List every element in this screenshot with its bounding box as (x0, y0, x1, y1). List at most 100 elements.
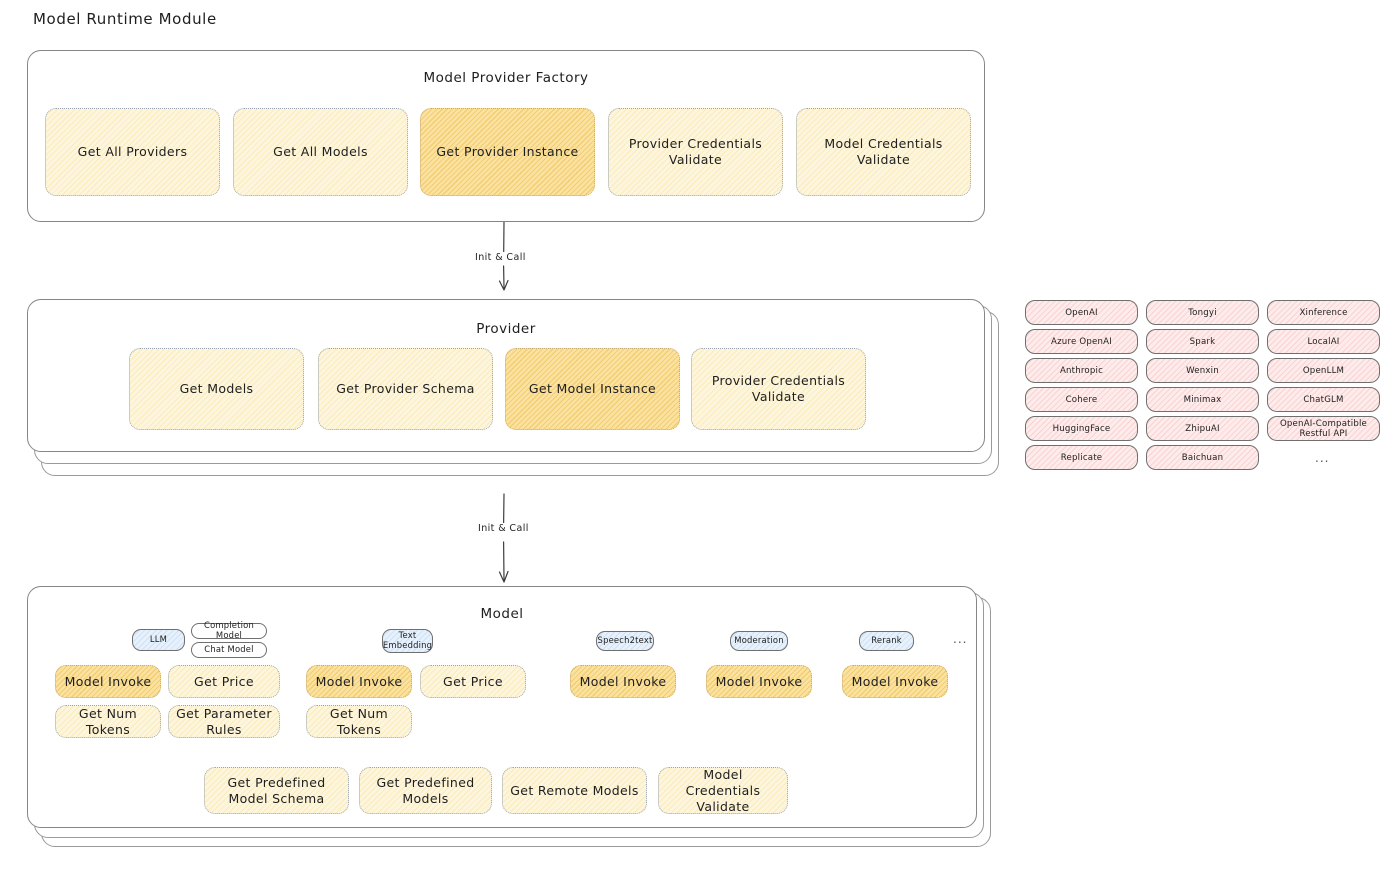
provider-chip-label: OpenAI (1065, 307, 1098, 318)
factory-item-label: Get All Providers (77, 144, 188, 159)
page-title: Model Runtime Module (33, 10, 217, 28)
model-common-item-label: Get Predefined Model Schema (227, 774, 326, 806)
model-common-item-label: Get Remote Models (510, 782, 639, 798)
model-subtype-completion-model[interactable]: Completion Model (191, 620, 267, 640)
provider-chip-huggingface[interactable]: HuggingFace (1025, 416, 1138, 441)
provider-chip-label: ZhipuAI (1185, 423, 1220, 434)
provider-item-label: Get Provider Schema (336, 381, 475, 396)
provider-chip-spark[interactable]: Spark (1146, 329, 1259, 354)
model-badge-rerank[interactable]: Rerank (859, 631, 914, 651)
model-subtype-label: Completion Model (204, 620, 254, 640)
provider-chip-label: Anthropic (1059, 365, 1104, 376)
factory-item-label: Provider Credentials Validate (628, 136, 763, 167)
provider-chip-openllm[interactable]: OpenLLM (1267, 358, 1380, 383)
model-common-item-get-remote-models[interactable]: Get Remote Models (502, 767, 647, 814)
provider-list-more: ... (1315, 451, 1330, 465)
model-badge-label: Text Embedding (382, 630, 433, 650)
provider-chip-label: Spark (1189, 336, 1216, 347)
model-llm-item-get-parameter-rules[interactable]: Get Parameter Rules (168, 705, 280, 738)
provider-chip-chatglm[interactable]: ChatGLM (1267, 387, 1380, 412)
factory-item-get-all-models[interactable]: Get All Models (233, 108, 408, 196)
model-badge-speech2text[interactable]: Speech2text (596, 631, 654, 651)
arrow-label-init-and-call-2: Init & Call (475, 523, 532, 534)
model-badge-llm[interactable]: LLM (132, 629, 185, 651)
model-panel: Model LLM Completion Model Chat Model Mo… (27, 586, 977, 828)
provider-chip-label: OpenAI-Compatible Restful API (1279, 418, 1368, 439)
model-llm-item-get-num-tokens[interactable]: Get Num Tokens (55, 705, 161, 738)
model-rerank-item-model-invoke[interactable]: Model Invoke (842, 665, 948, 698)
model-llm-item-get-price[interactable]: Get Price (168, 665, 280, 698)
model-common-item-get-predefined-model-schema[interactable]: Get Predefined Model Schema (204, 767, 349, 814)
model-badge-moderation[interactable]: Moderation (730, 631, 788, 651)
factory-item-get-provider-instance[interactable]: Get Provider Instance (420, 108, 595, 196)
factory-item-get-all-providers[interactable]: Get All Providers (45, 108, 220, 196)
provider-item-label: Get Model Instance (528, 381, 657, 396)
provider-chip-azure-openai[interactable]: Azure OpenAI (1025, 329, 1138, 354)
provider-item-provider-credentials-validate[interactable]: Provider Credentials Validate (691, 348, 866, 430)
provider-chip-openai[interactable]: OpenAI (1025, 300, 1138, 325)
provider-chip-minimax[interactable]: Minimax (1146, 387, 1259, 412)
provider-chip-label: LocalAI (1307, 336, 1340, 347)
provider-chip-label: Xinference (1299, 307, 1348, 318)
provider-item-label: Provider Credentials Validate (711, 373, 846, 404)
factory-item-provider-credentials-validate[interactable]: Provider Credentials Validate (608, 108, 783, 196)
provider-chip-xinference[interactable]: Xinference (1267, 300, 1380, 325)
provider-chip-anthropic[interactable]: Anthropic (1025, 358, 1138, 383)
model-badge-text-embedding[interactable]: Text Embedding (382, 629, 433, 653)
model-text-embedding-item-model-invoke[interactable]: Model Invoke (306, 665, 412, 698)
model-speech2text-item-model-invoke[interactable]: Model Invoke (570, 665, 676, 698)
model-badge-label: LLM (149, 634, 168, 645)
model-badge-label: Rerank (871, 635, 902, 646)
model-item-label: Model Invoke (64, 673, 152, 689)
factory-title: Model Provider Factory (423, 70, 589, 86)
provider-chip-tongyi[interactable]: Tongyi (1146, 300, 1259, 325)
model-badge-label: Moderation (734, 635, 784, 646)
provider-chip-localai[interactable]: LocalAI (1267, 329, 1380, 354)
model-item-label: Get Price (194, 673, 254, 689)
provider-chip-label: Azure OpenAI (1051, 336, 1112, 347)
provider-chip-label: HuggingFace (1052, 423, 1111, 434)
model-item-label: Model Invoke (579, 673, 667, 689)
model-item-label: Model Invoke (715, 673, 803, 689)
model-subtype-label: Chat Model (204, 644, 254, 655)
provider-chip-zhipuai[interactable]: ZhipuAI (1146, 416, 1259, 441)
model-llm-item-model-invoke[interactable]: Model Invoke (55, 665, 161, 698)
model-common-item-label: Model Credentials Validate (685, 766, 761, 814)
provider-panel: Provider Get Models Get Provider Schema … (27, 299, 985, 452)
provider-chip-wenxin[interactable]: Wenxin (1146, 358, 1259, 383)
provider-item-get-provider-schema[interactable]: Get Provider Schema (318, 348, 493, 430)
model-text-embedding-item-get-num-tokens[interactable]: Get Num Tokens (306, 705, 412, 738)
provider-item-get-models[interactable]: Get Models (129, 348, 304, 430)
provider-chip-label: Baichuan (1181, 452, 1224, 463)
model-item-label: Model Invoke (851, 673, 939, 689)
provider-chip-label: Cohere (1065, 394, 1098, 405)
provider-chip-label: Replicate (1060, 452, 1103, 463)
model-badge-label: Speech2text (597, 635, 653, 646)
model-common-item-model-credentials-validate[interactable]: Model Credentials Validate (658, 767, 788, 814)
provider-chip-label: Minimax (1183, 394, 1222, 405)
provider-chip-cohere[interactable]: Cohere (1025, 387, 1138, 412)
model-item-label: Get Num Tokens (78, 705, 138, 737)
model-subtype-chat-model[interactable]: Chat Model (191, 642, 267, 658)
provider-item-get-model-instance[interactable]: Get Model Instance (505, 348, 680, 430)
model-item-label: Get Parameter Rules (176, 705, 272, 737)
factory-item-label: Get All Models (273, 144, 368, 159)
model-text-embedding-item-get-price[interactable]: Get Price (420, 665, 526, 698)
model-moderation-item-model-invoke[interactable]: Model Invoke (706, 665, 812, 698)
provider-list: OpenAI Azure OpenAI Anthropic Cohere Hug… (1025, 300, 1381, 475)
provider-chip-replicate[interactable]: Replicate (1025, 445, 1138, 470)
model-common-item-label: Get Predefined Models (376, 774, 475, 806)
model-item-label: Get Num Tokens (329, 705, 389, 737)
provider-chip-label: ChatGLM (1303, 394, 1344, 405)
provider-chip-openai-compatible-restful-api[interactable]: OpenAI-Compatible Restful API (1267, 416, 1380, 441)
provider-chip-label: Tongyi (1188, 307, 1217, 318)
factory-item-label: Get Provider Instance (436, 144, 579, 159)
model-item-label: Model Invoke (315, 673, 403, 689)
provider-chip-baichuan[interactable]: Baichuan (1146, 445, 1259, 470)
model-title: Model (480, 606, 524, 622)
provider-chip-label: Wenxin (1186, 365, 1219, 376)
provider-title: Provider (476, 321, 536, 337)
arrow-provider-to-model (498, 493, 509, 583)
factory-item-model-credentials-validate[interactable]: Model Credentials Validate (796, 108, 971, 196)
model-common-item-get-predefined-models[interactable]: Get Predefined Models (359, 767, 492, 814)
